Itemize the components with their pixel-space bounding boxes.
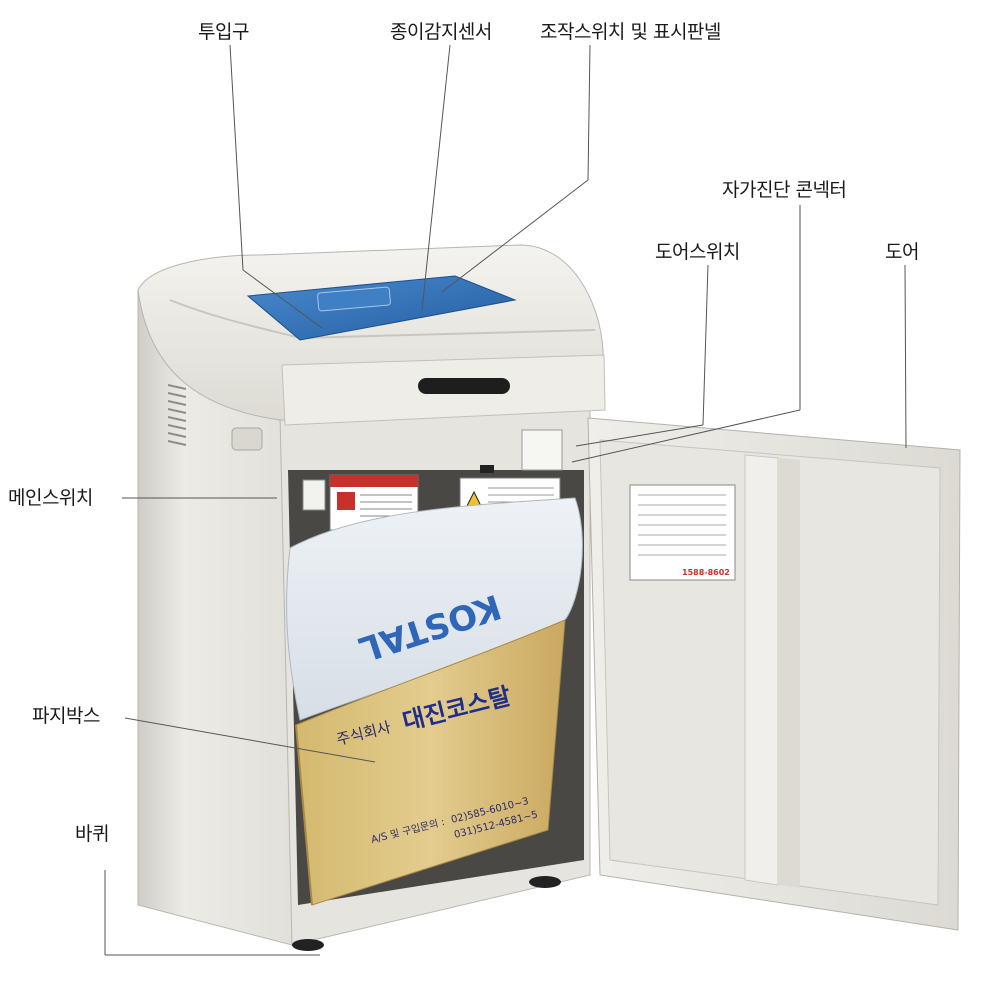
serial-plate: [521, 429, 563, 471]
leader-lines: [104, 44, 907, 956]
label-inlet: 투입구: [198, 21, 249, 43]
label-wheel: 바퀴: [75, 823, 109, 845]
door-sticker: [629, 484, 736, 581]
label-door-switch: 도어스위치: [655, 241, 740, 263]
blue-lid: [246, 275, 517, 341]
label-door: 도어: [885, 241, 919, 263]
front-grip: [418, 378, 510, 394]
label-paper-sensor: 종이감지센서: [390, 21, 492, 43]
rear-wheel: [529, 876, 561, 888]
label-control-panel: 조작스위치 및 표시판넬: [540, 21, 721, 43]
label-waste-box: 파지박스: [32, 705, 100, 727]
side-handle: [231, 427, 263, 451]
side-vents: [167, 384, 187, 446]
front-wheel: [292, 939, 324, 951]
waste-box-shape: [295, 619, 566, 906]
label-self-diag-connector: 자가진단 콘넥터: [722, 179, 847, 201]
label-main-switch: 메인스위치: [8, 487, 93, 509]
main-switch-body: [302, 479, 326, 511]
door-sticker-phone: 1588-8602: [682, 568, 730, 577]
